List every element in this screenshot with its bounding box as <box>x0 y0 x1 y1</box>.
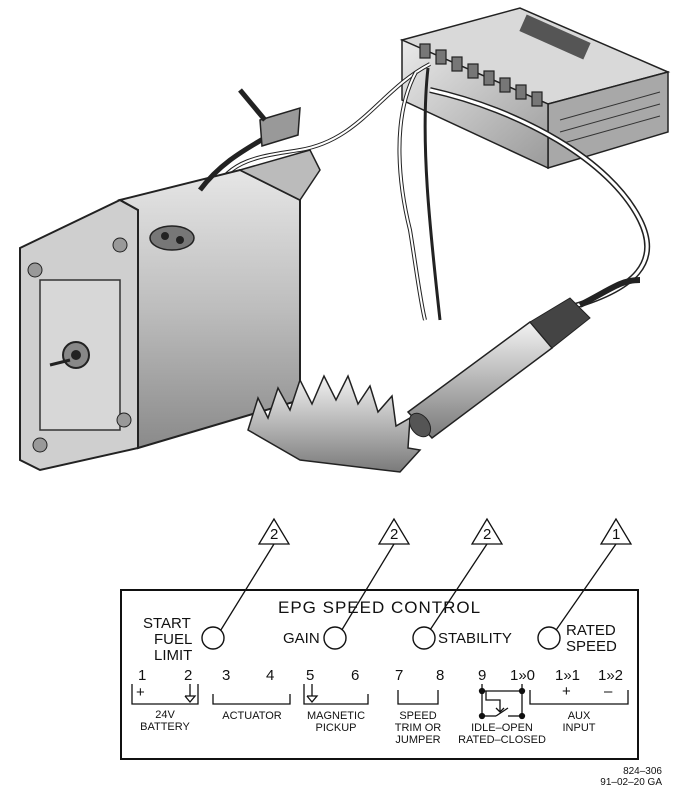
rated-speed-label: SPEED <box>566 638 617 655</box>
stability-label: STABILITY <box>438 630 512 647</box>
terminal-number: 9 <box>478 667 487 684</box>
idle-rated-label: RATED–CLOSED <box>458 734 546 746</box>
speed-trim-label: JUMPER <box>395 734 441 746</box>
idle-rated-switch-icon <box>478 684 526 720</box>
terminal-number: 1 <box>138 667 147 684</box>
aux-plus-sign: + <box>562 683 571 700</box>
aux-minus-sign: – <box>604 683 613 700</box>
magnetic-pickup <box>406 277 641 440</box>
terminal-number: 8 <box>436 667 445 684</box>
idle-rated-label: IDLE–OPEN <box>471 722 533 734</box>
actuator-group-label: ACTUATOR <box>222 710 282 722</box>
speed-trim-label: SPEED <box>399 710 437 722</box>
battery-group-label: 24V <box>155 709 175 721</box>
terminal-number: 6 <box>351 667 360 684</box>
callout-number: 2 <box>483 526 492 543</box>
terminal-brackets <box>131 684 629 705</box>
terminal-number: 1»0 <box>510 667 536 684</box>
callout-number: 2 <box>270 526 279 543</box>
terminal-number: 1»1 <box>555 667 581 684</box>
terminal-number: 2 <box>184 667 193 684</box>
drawing-number: 824–306 <box>623 766 662 777</box>
battery-plus-sign: + <box>136 684 145 701</box>
callout-number: 1 <box>612 526 621 543</box>
panel-frame <box>120 589 639 760</box>
start-fuel-limit-label: START <box>143 615 191 632</box>
magnetic-pickup-label: MAGNETIC <box>306 710 366 722</box>
start-fuel-limit-label: FUEL <box>154 631 193 648</box>
magnetic-pickup-label: PICKUP <box>315 722 357 734</box>
callout-number: 2 <box>390 526 399 543</box>
gear <box>247 374 422 473</box>
terminal-number: 1»2 <box>598 667 624 684</box>
start-fuel-limit-label: LIMIT <box>154 647 193 664</box>
terminal-number: 7 <box>395 667 404 684</box>
terminal-number: 5 <box>306 667 315 684</box>
panel-title: EPG SPEED CONTROL <box>278 598 482 617</box>
rated-speed-knob <box>537 626 561 650</box>
drawing-date: 91–02–20 GA <box>600 777 662 788</box>
gain-label: GAIN <box>283 630 320 647</box>
battery-group-label: BATTERY <box>140 721 190 733</box>
aux-input-label: AUX <box>567 710 591 722</box>
stability-knob <box>412 626 436 650</box>
rated-speed-label: RATED <box>566 622 616 639</box>
aux-input-label: INPUT <box>562 722 596 734</box>
terminal-number: 4 <box>266 667 275 684</box>
callouts <box>218 517 633 634</box>
speed-trim-label: TRIM OR <box>394 722 442 734</box>
start-fuel-limit-knob <box>201 626 225 650</box>
control-box <box>399 7 671 170</box>
gain-knob <box>323 626 347 650</box>
terminal-number: 3 <box>222 667 231 684</box>
actuator <box>19 88 321 472</box>
